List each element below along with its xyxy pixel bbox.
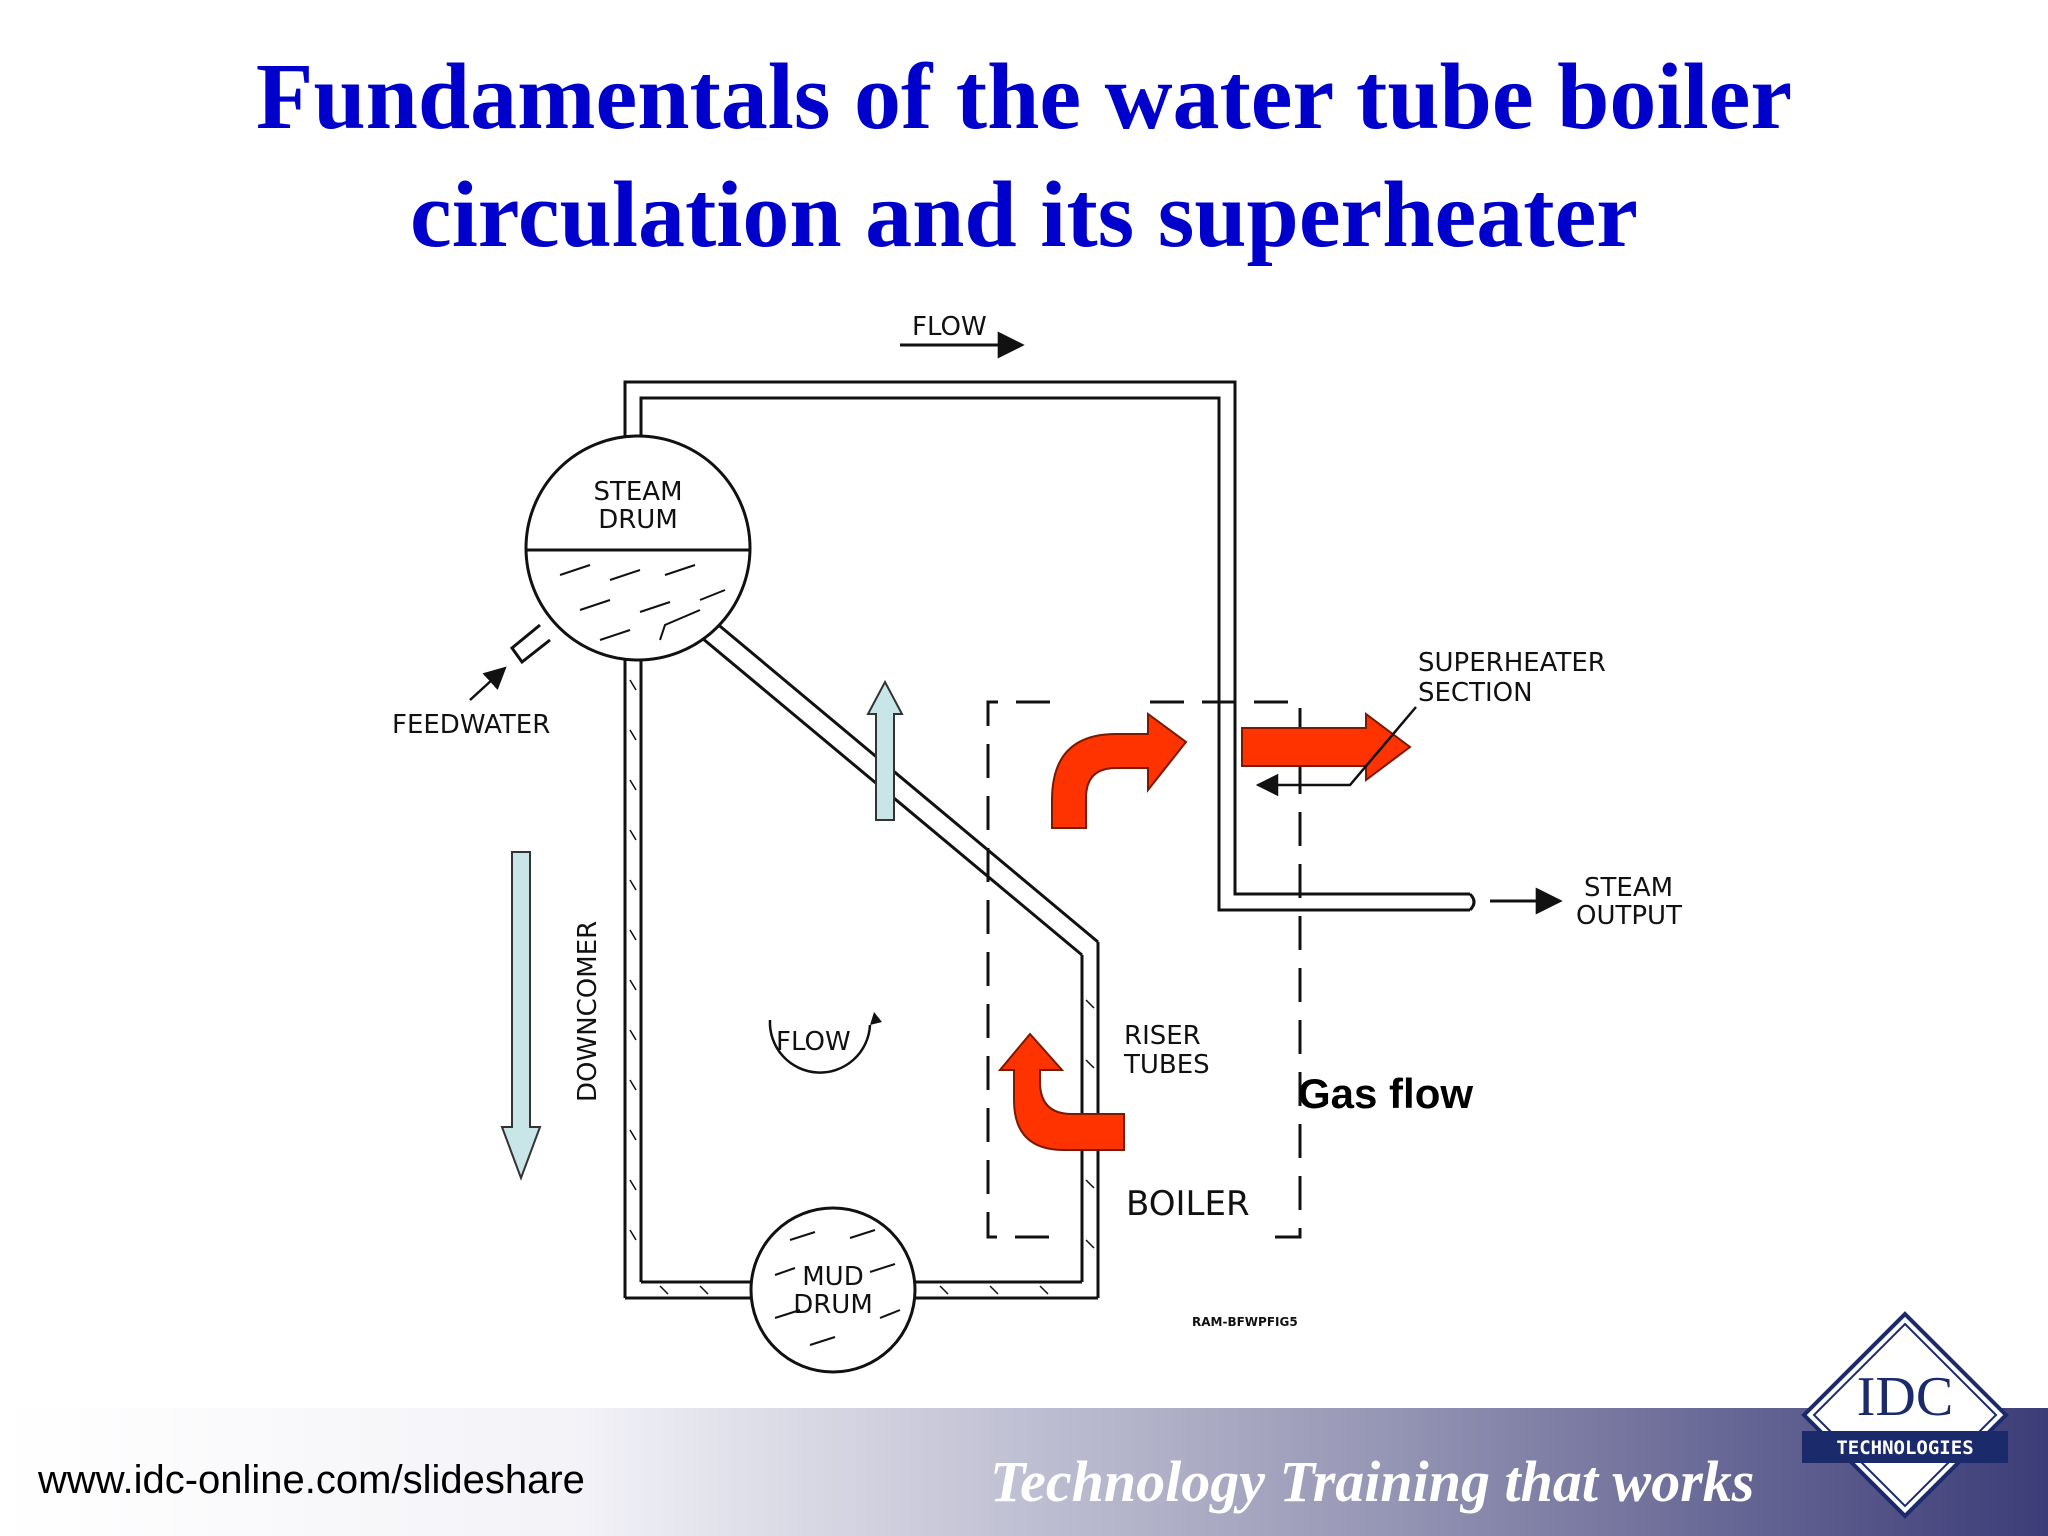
riser-label-1: RISER xyxy=(1124,1021,1201,1051)
feedwater-label: FEEDWATER xyxy=(392,710,550,740)
hot-gas-arrow-upper xyxy=(1051,712,1188,829)
mud-drum-label-2: DRUM xyxy=(793,1290,873,1320)
bottom-tube xyxy=(625,1280,1098,1300)
flow-top-label: FLOW xyxy=(912,312,987,342)
steam-output-label-1: STEAM xyxy=(1584,873,1673,903)
idc-logo: IDC TECHNOLOGIES xyxy=(1801,1311,2009,1519)
logo-text: IDC xyxy=(1857,1366,1953,1428)
title-line-2: circulation and its superheater xyxy=(409,163,1639,267)
riser-tube xyxy=(701,620,1100,1298)
center-flow-label: FLOW xyxy=(776,1027,851,1057)
steam-line-top xyxy=(623,380,1470,896)
hot-gas-arrow-lower xyxy=(997,1032,1125,1151)
title-line-1: Fundamentals of the water tube boiler xyxy=(255,45,1793,149)
slide-title: Fundamentals of the water tube boiler ci… xyxy=(0,38,2048,274)
superheater-label-1: SUPERHEATER xyxy=(1418,648,1606,678)
boiler-circulation-diagram: FLOW xyxy=(392,312,1682,1374)
gas-flow-label: Gas flow xyxy=(1298,1070,1473,1117)
steam-drum: STEAM DRUM xyxy=(524,434,752,662)
boiler-enclosure xyxy=(986,700,1302,1239)
figure-code: RAM-BFWPFIG5 xyxy=(1192,1315,1298,1329)
mud-drum: MUD DRUM xyxy=(749,1206,917,1374)
downcomer-tube xyxy=(623,640,643,1298)
riser-label-2: TUBES xyxy=(1123,1050,1210,1080)
steam-output-label-2: OUTPUT xyxy=(1576,901,1682,931)
mud-drum-label-1: MUD xyxy=(802,1262,863,1292)
steam-line-top-inner xyxy=(639,396,1470,912)
feedwater-arrow xyxy=(469,666,507,701)
superheater-label-2: SECTION xyxy=(1418,678,1533,708)
center-flow-arrow xyxy=(768,1019,872,1074)
riser-water-arrow xyxy=(866,679,904,821)
superheater-pointer xyxy=(1255,706,1417,797)
boiler-label: BOILER xyxy=(1126,1184,1250,1224)
feedwater-nozzle xyxy=(509,623,551,665)
hot-gas-arrow-superheater xyxy=(1241,712,1412,782)
footer-band xyxy=(0,1408,2048,1536)
footer-tagline: Technology Training that works xyxy=(990,1449,1755,1514)
downcomer-water-arrow xyxy=(500,851,542,1181)
downcomer-label: DOWNCOMER xyxy=(573,921,603,1102)
logo-subtext: TECHNOLOGIES xyxy=(1836,1437,1973,1459)
steam-drum-label-2: DRUM xyxy=(598,505,678,535)
steam-drum-label-1: STEAM xyxy=(593,477,682,507)
footer-url: www.idc-online.com/slideshare xyxy=(38,1458,585,1502)
